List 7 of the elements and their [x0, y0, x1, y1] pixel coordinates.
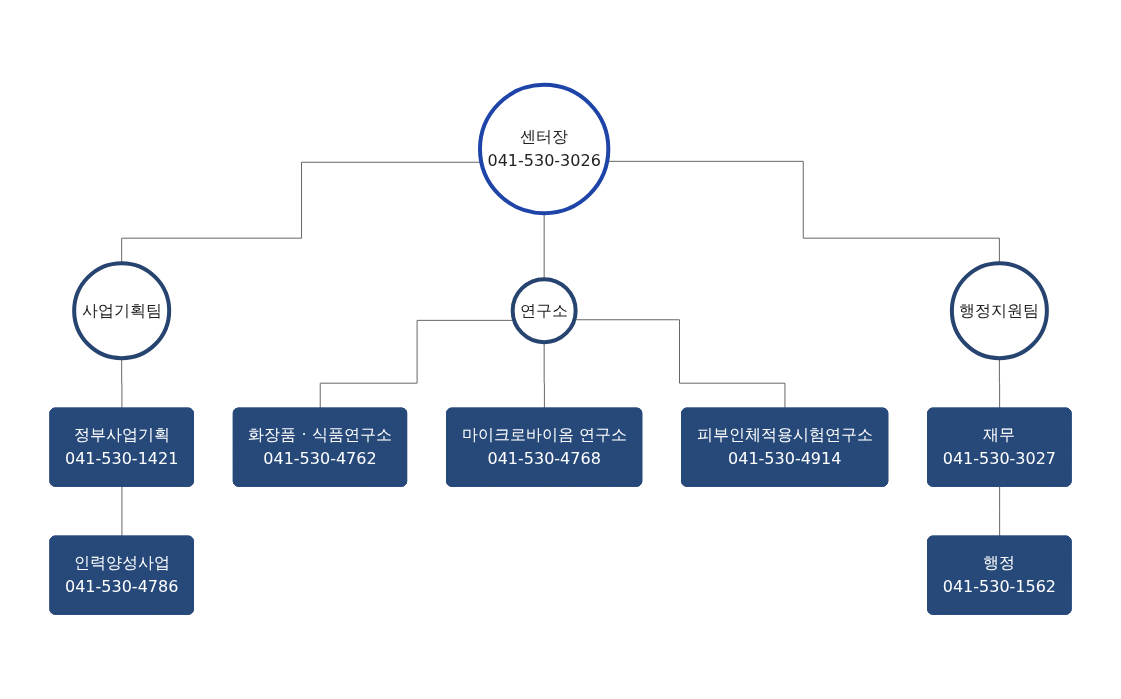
- node-circle: 행정지원팀: [949, 261, 1049, 361]
- node-circle: 연구소: [510, 277, 578, 345]
- connector: [999, 486, 1001, 538]
- connector: [121, 486, 123, 538]
- node-circle: 사업기획팀: [72, 261, 172, 361]
- node-circle: 센터장 041-530-3026: [477, 82, 611, 216]
- connector: [543, 212, 545, 280]
